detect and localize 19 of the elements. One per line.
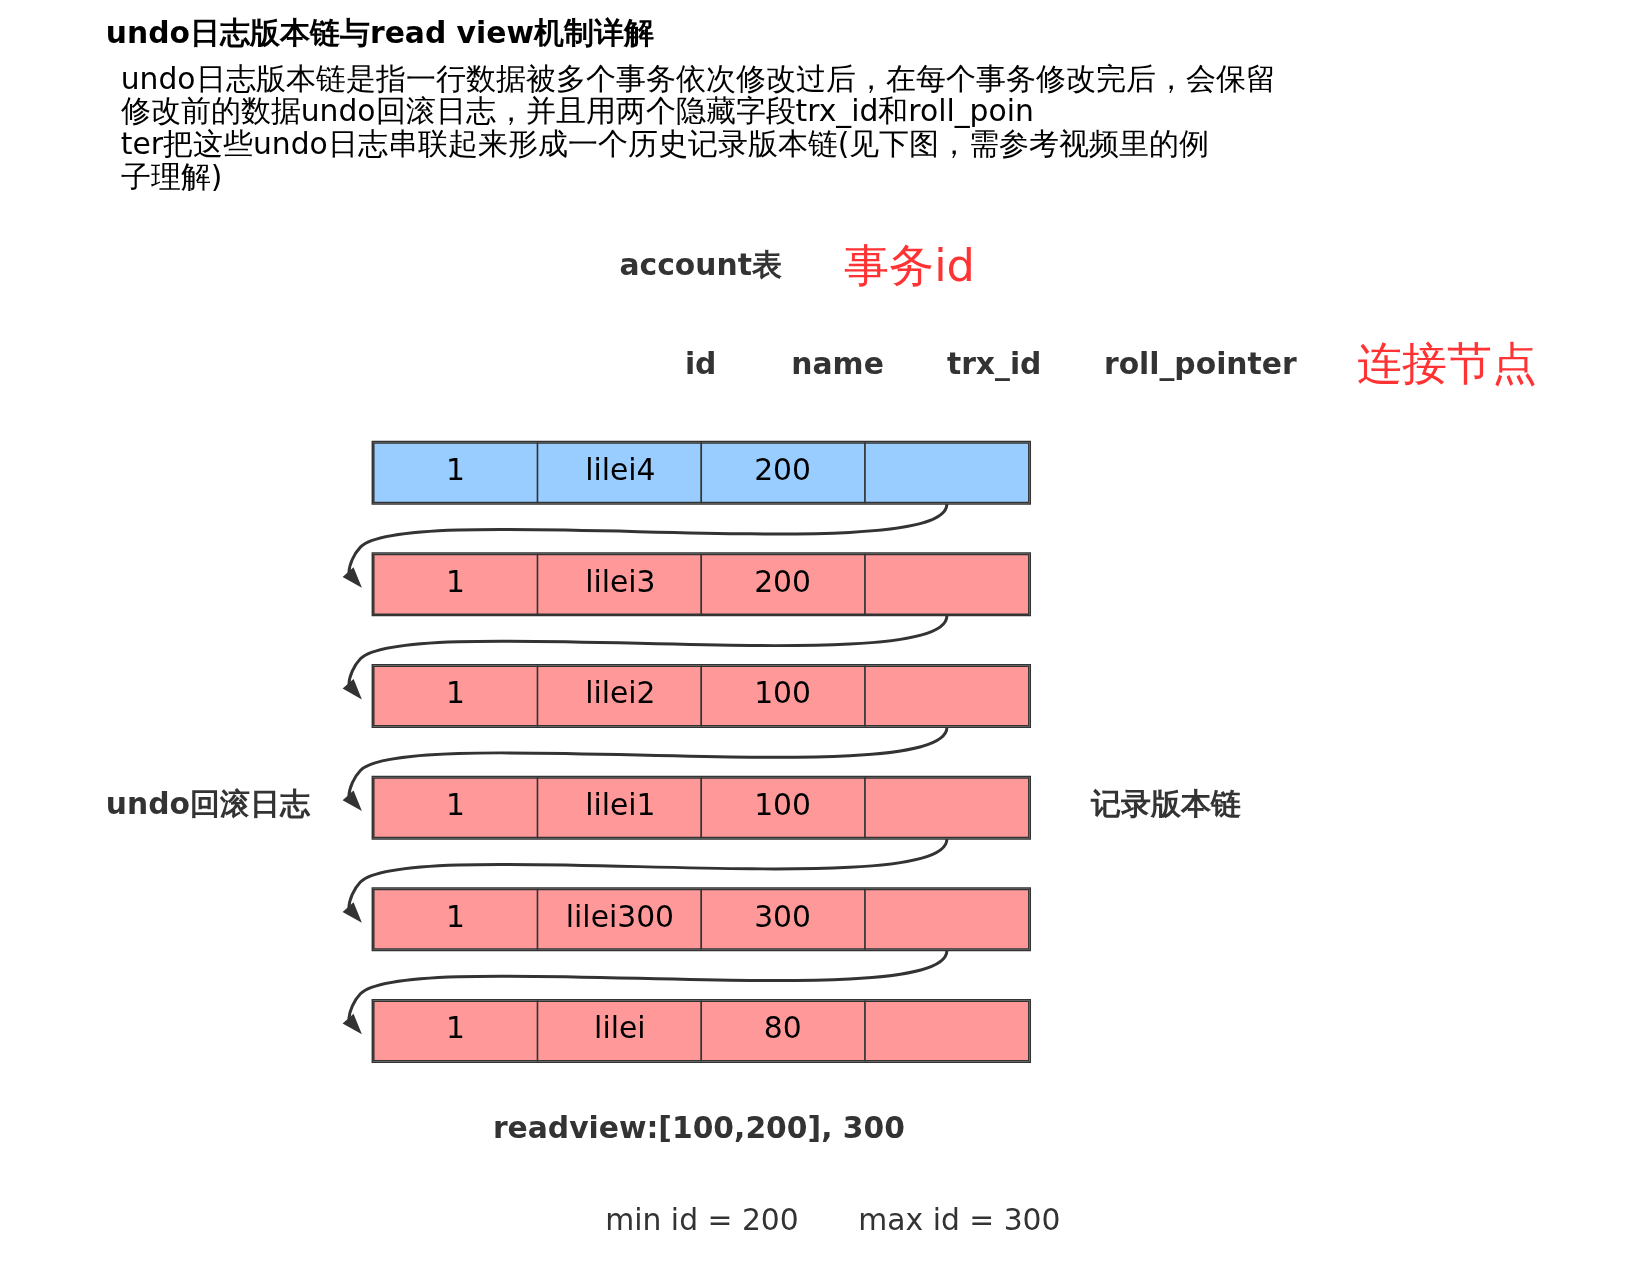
diagram-title: undo日志版本链与read view机制详解 [105, 14, 654, 50]
arrow [342, 949, 948, 1035]
label: max id = 300 [857, 1202, 1060, 1238]
label: undo回滚日志 [105, 785, 310, 821]
label: name [790, 345, 884, 381]
arrow [342, 726, 948, 812]
label: 事务id [843, 239, 975, 292]
label: min id = 200 [604, 1202, 799, 1238]
label: 连接节点 [1356, 337, 1537, 390]
label: readview:[100,200], 300 [492, 1110, 905, 1146]
label: trx_id [946, 345, 1041, 381]
arrow [342, 838, 948, 923]
label: roll_pointer [1103, 345, 1297, 381]
arrow [342, 503, 948, 588]
label: account表 [618, 247, 782, 283]
arrow [342, 614, 948, 700]
label: 记录版本链 [1090, 785, 1241, 821]
label: id [684, 345, 716, 381]
label: undo日志版本链是指一行数据被多个事务依次修改过后，在每个事务修改完后，会保留修改前的数据undo回滚日志，并且用两个隐藏字段trx_id和roll_pointer把这些undo日志串联起来形成一个历史记录版本链(见下图，需参考视频里的例子理解) [120, 60, 1276, 194]
